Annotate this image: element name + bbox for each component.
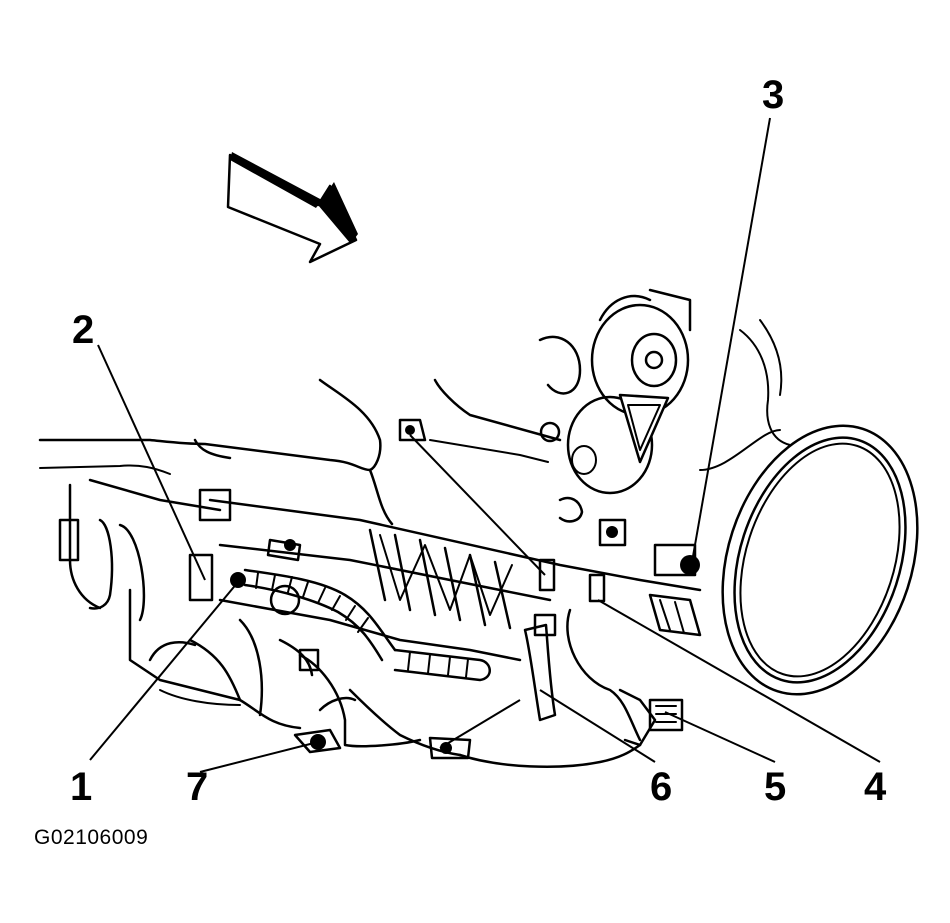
figure-id: G02106009: [34, 826, 149, 849]
callout-4: 4: [864, 765, 887, 809]
direction-arrow: [226, 152, 358, 264]
engine-top-outline: [38, 378, 562, 526]
sensors-connectors: [188, 418, 702, 760]
callout-labels: 1 2 3 4 5 6 7: [70, 73, 887, 809]
callout-7: 7: [186, 765, 208, 809]
transmission-body: [58, 478, 302, 730]
callout-3: 3: [762, 73, 784, 117]
callout-1: 1: [70, 765, 92, 809]
accessory-pulleys: [538, 288, 692, 523]
crank-pulley: [699, 319, 919, 696]
callout-6: 6: [650, 765, 672, 809]
callout-2: 2: [72, 308, 94, 352]
engine-block: [208, 498, 702, 748]
leader-lines: [89, 117, 881, 773]
callout-5: 5: [764, 765, 786, 809]
